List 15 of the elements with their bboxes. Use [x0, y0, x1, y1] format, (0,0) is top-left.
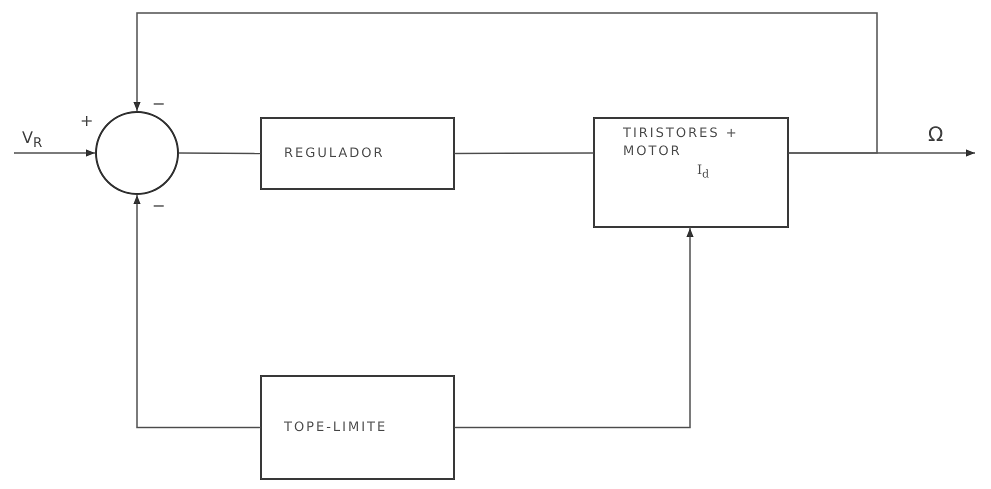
arrow: [133, 195, 260, 428]
connector-line: [455, 152, 593, 154]
arrow: [455, 228, 694, 428]
block-label: TOPE-LIMITE: [284, 418, 388, 436]
arrow: [14, 149, 95, 157]
signal-label: I$_{d}$: [697, 163, 710, 181]
sign-label: +: [80, 113, 94, 129]
block: [593, 117, 789, 228]
arrow: [133, 12, 878, 154]
connector-line: [179, 152, 260, 154]
block-label: TIRISTORES + MOTOR: [623, 125, 740, 161]
block: [260, 117, 455, 190]
block: [260, 375, 455, 480]
block-label: REGULADOR: [284, 144, 385, 162]
signal-label: Ω: [928, 124, 944, 144]
